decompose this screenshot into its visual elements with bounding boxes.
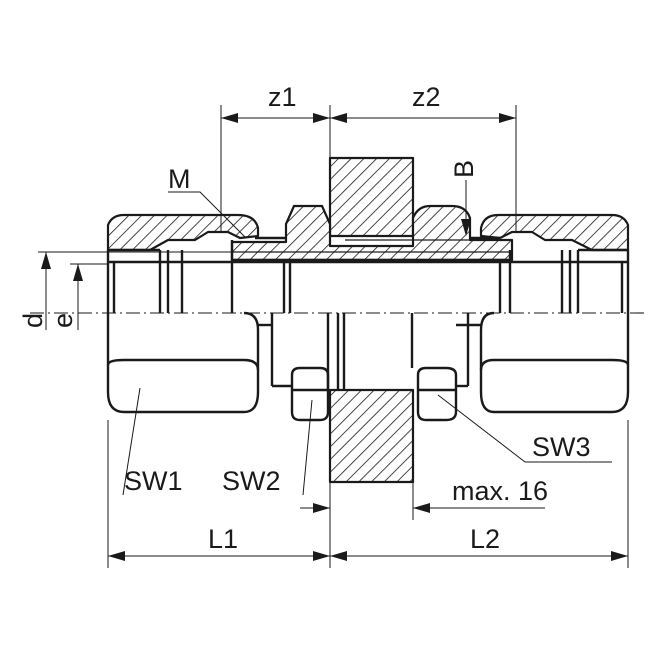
bulkhead-wall-upper <box>328 156 415 238</box>
body-hex-sw2 <box>290 366 330 422</box>
right-nut-section <box>479 213 630 252</box>
label-m: M <box>168 164 191 194</box>
label-d: d <box>18 313 48 328</box>
bulkhead-wall-lower <box>328 388 415 484</box>
label-l1: L1 <box>208 524 238 554</box>
body-section <box>230 204 514 262</box>
label-l2: L2 <box>470 524 500 554</box>
label-sw1: SW1 <box>124 466 183 496</box>
label-sw3: SW3 <box>532 432 591 462</box>
label-e: e <box>48 313 78 328</box>
label-max: max. 16 <box>452 476 548 506</box>
locknut-sw3 <box>416 366 458 422</box>
label-z2: z2 <box>412 82 441 112</box>
right-nut-hex <box>479 311 630 414</box>
label-z1: z1 <box>268 82 297 112</box>
label-sw2: SW2 <box>222 466 281 496</box>
label-b: B <box>449 160 479 178</box>
left-nut-hex <box>106 311 260 414</box>
